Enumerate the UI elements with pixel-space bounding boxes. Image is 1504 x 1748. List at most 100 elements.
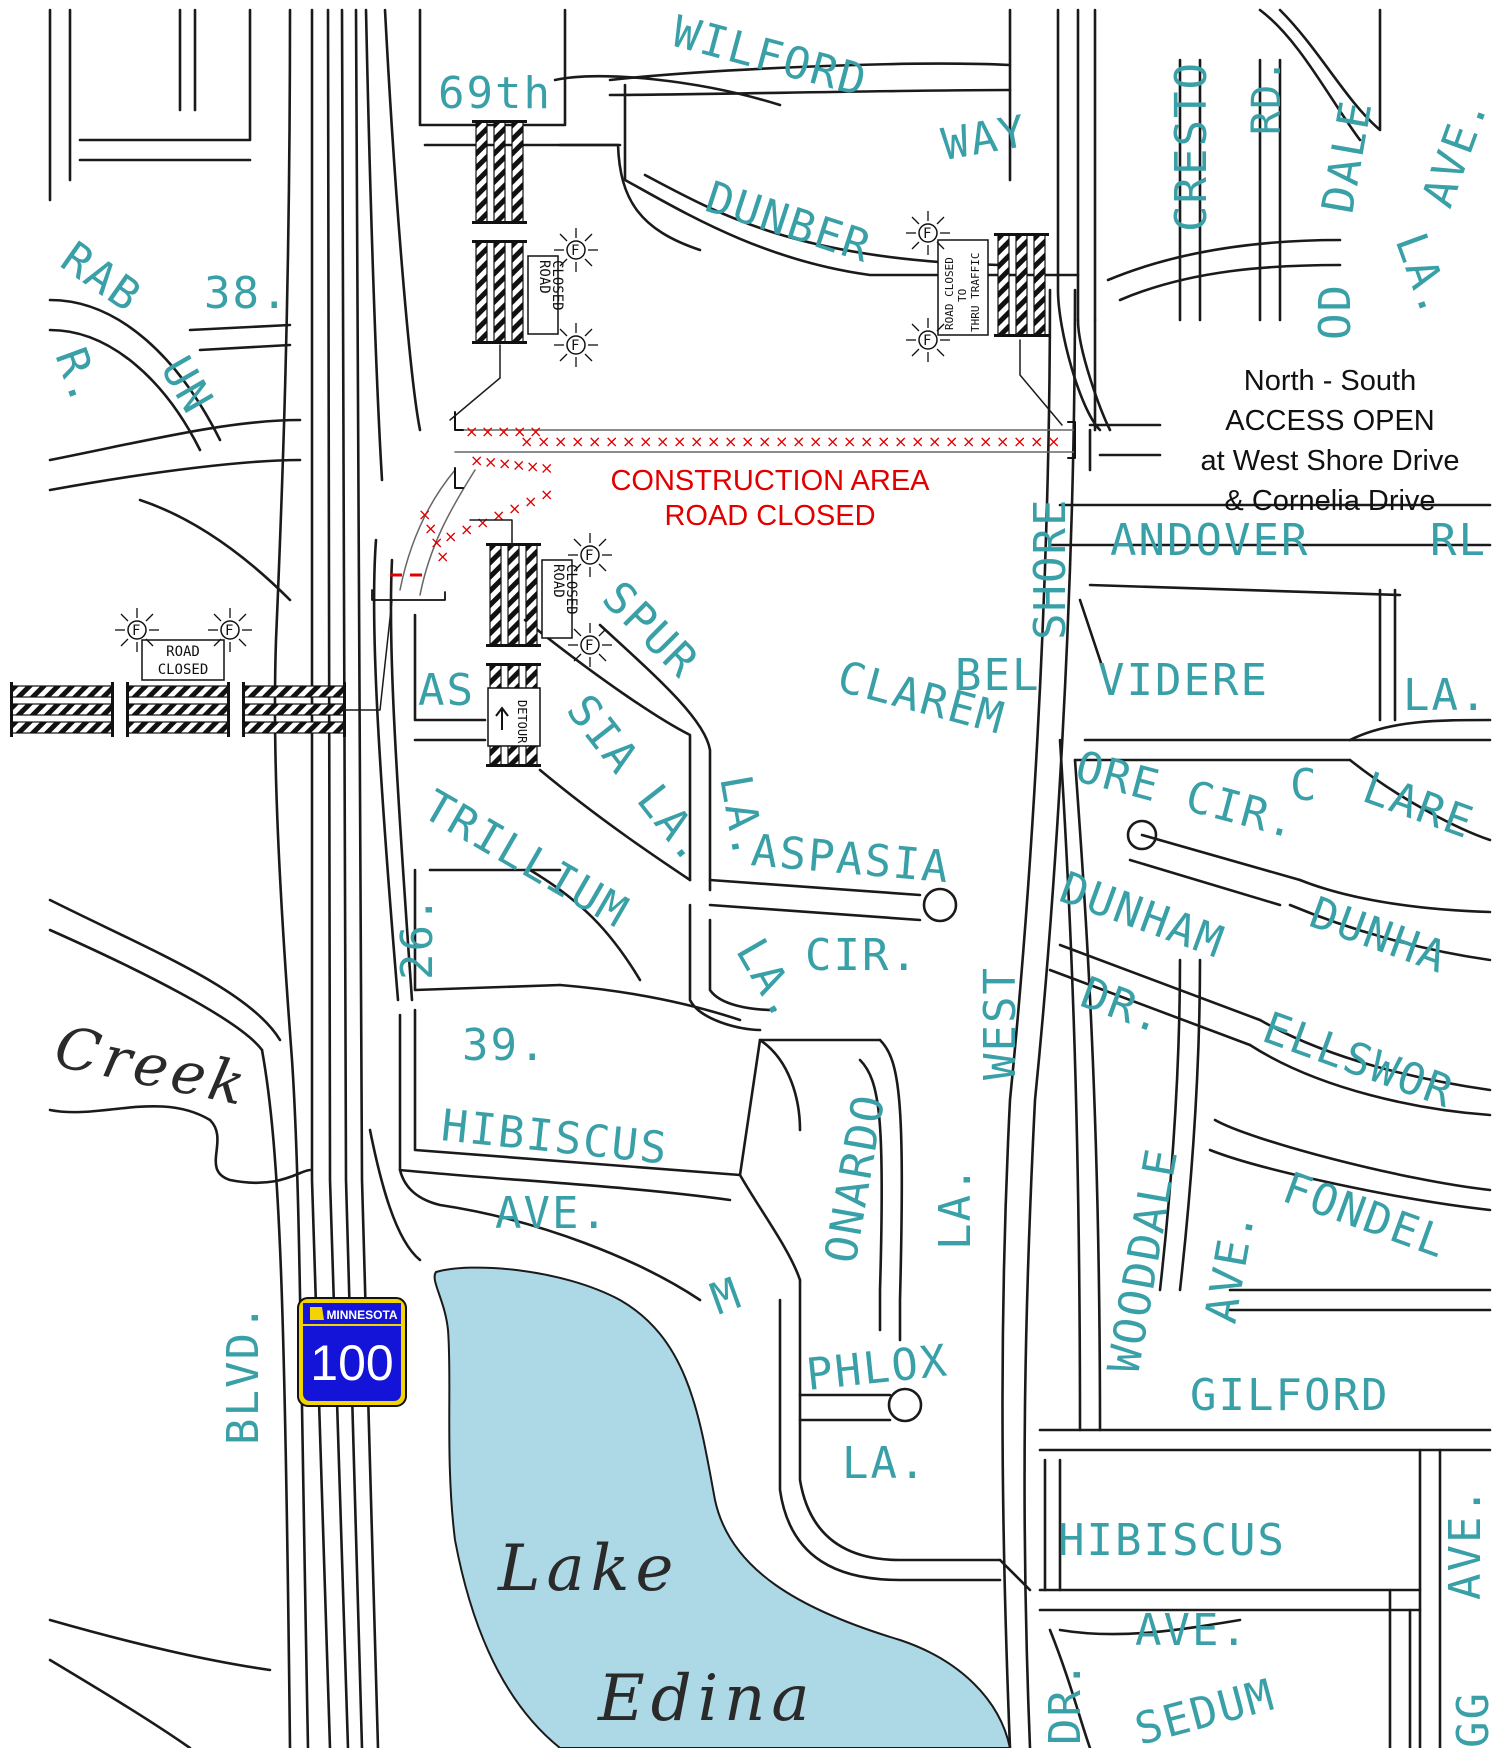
shield-route-number: 100: [310, 1335, 393, 1391]
construction-x-mark: ×: [656, 432, 669, 451]
road-closed-sign-top-line2: CLOSED: [549, 260, 565, 311]
construction-x-mark: ×: [540, 485, 553, 504]
street-label-aspasia: ASPASIA: [749, 825, 952, 893]
minnesota-100-shield: MINNESOTA 100: [297, 1297, 407, 1407]
street-label-ave-2: AVE.: [1135, 1605, 1249, 1656]
street-label-ellswor: ELLSWOR: [1256, 1002, 1461, 1118]
street-label-la-mon: LA.: [930, 1165, 981, 1250]
street-label-m: M: [704, 1268, 748, 1326]
construction-x-mark: ×: [758, 432, 771, 451]
construction-x-mark: ×: [639, 432, 652, 451]
street-label-videre: VIDERE: [1098, 655, 1269, 706]
construction-x-mark: ×: [554, 432, 567, 451]
street-label-hibiscus-1: HIBISCUS: [439, 1100, 671, 1175]
access-note-line4: & Cornelia Drive: [1224, 485, 1435, 517]
street-label-rab: RAB: [52, 232, 151, 323]
road-closed-label: ROAD CLOSED: [664, 500, 875, 532]
road-closed-sign-top: [527, 255, 559, 335]
construction-x-mark: ×: [792, 432, 805, 451]
construction-x-mark: ×: [529, 422, 542, 441]
construction-x-mark: ×: [418, 505, 431, 524]
street-label-cresto: CRESTO: [1166, 61, 1217, 232]
construction-x-mark: ×: [588, 432, 601, 451]
street-label-way: WAY: [938, 106, 1031, 171]
construction-x-mark: ×: [497, 422, 510, 441]
flasher-marker: F: [132, 623, 140, 639]
street-label-hibiscus-2: HIBISCUS: [1058, 1515, 1286, 1566]
lake-edina-water: [433, 1266, 1012, 1748]
highway-100-lanes: [273, 8, 422, 1748]
access-note-line1: North - South: [1244, 365, 1416, 397]
construction-x-mark: ×: [826, 432, 839, 451]
street-label-rl: RL: [1430, 515, 1487, 566]
street-label-wooddale: WOODDALE: [1099, 1144, 1189, 1377]
street-label-gilford: GILFORD: [1190, 1370, 1389, 1421]
street-label-west: WEST: [975, 966, 1026, 1080]
lake-label: Lake: [497, 1532, 679, 1606]
street-label-rd: RD.: [1244, 57, 1290, 135]
flasher-marker: F: [225, 623, 233, 639]
construction-x-mark: ×: [498, 454, 511, 473]
detour-sign-label: DETOUR: [515, 700, 529, 744]
construction-x-mark: ×: [484, 453, 497, 472]
construction-x-mark: ×: [928, 432, 941, 451]
street-label-la-bel: LA.: [1403, 670, 1488, 721]
construction-x-mark: ×: [894, 432, 907, 451]
street-label-39: 39.: [462, 1020, 547, 1071]
detour-sign: [487, 687, 541, 747]
construction-x-mark: ×: [571, 432, 584, 451]
construction-x-mark: ×: [673, 432, 686, 451]
flasher-marker: F: [571, 338, 579, 354]
construction-x-mark: ×: [724, 432, 737, 451]
construction-x-mark: ×: [444, 527, 457, 546]
shield-state-label: MINNESOTA: [326, 1308, 397, 1322]
street-label-69th: 69th: [438, 68, 552, 119]
construction-x-marks: ××××××××××××××××××××××××××××××××××××××××…: [418, 422, 1060, 566]
construction-x-mark: ×: [809, 432, 822, 451]
street-label-phlox: PHLOX: [804, 1335, 951, 1401]
street-label-trillium: TRILLIUM: [415, 780, 638, 938]
street-label-dr-s: DR.: [1040, 1660, 1091, 1745]
construction-x-mark: ×: [1030, 432, 1043, 451]
detour-arrow-icon: [495, 706, 509, 730]
construction-x-mark: ×: [775, 432, 788, 451]
construction-x-mark: ×: [1047, 432, 1060, 451]
street-label-ave-ne: AVE.: [1412, 89, 1499, 214]
access-note-line2: ACCESS OPEN: [1225, 405, 1435, 437]
access-note-line3: at West Shore Drive: [1201, 445, 1460, 477]
construction-x-mark: ×: [979, 432, 992, 451]
street-label-sedum: SEDUM: [1130, 1669, 1281, 1748]
street-label-dunber: DUNBER: [700, 172, 878, 273]
street-label-od: OD: [1310, 283, 1361, 340]
construction-x-mark: ×: [860, 432, 873, 451]
construction-x-mark: ×: [508, 499, 521, 518]
street-label-la-ne: LA.: [1385, 226, 1462, 324]
street-label-r: R.: [45, 341, 112, 412]
construction-x-mark: ×: [430, 533, 443, 552]
street-label-dale: DALE: [1313, 96, 1383, 217]
street-label-c: C: [1290, 760, 1319, 811]
flasher-marker: F: [923, 333, 931, 349]
thru-traffic-sign-line2: TO: [956, 289, 969, 302]
construction-x-mark: ×: [526, 457, 539, 476]
flasher-marker: F: [585, 548, 593, 564]
construction-x-mark: ×: [520, 432, 533, 451]
minnesota-state-icon: [310, 1307, 324, 1320]
construction-x-mark: ×: [962, 432, 975, 451]
street-label-ore-cir: ORE CIR.: [1070, 741, 1303, 849]
thru-traffic-sign-line1: ROAD CLOSED: [943, 257, 956, 330]
street-label-ave-se: AVE.: [1440, 1486, 1491, 1600]
construction-x-mark: ×: [996, 432, 1009, 451]
construction-x-mark: ×: [707, 432, 720, 451]
road-closed-sign-west-line1: ROAD: [166, 644, 200, 660]
thru-traffic-sign-line3: THRU TRAFFIC: [969, 253, 982, 332]
street-label-38: 38.: [204, 268, 289, 319]
construction-x-mark: ×: [537, 432, 550, 451]
street-label-blvd: BLVD.: [218, 1303, 269, 1445]
street-label-cir: CIR.: [805, 930, 919, 981]
street-label-la-phlox: LA.: [842, 1438, 927, 1489]
access-note: North - South ACCESS OPEN at West Shore …: [1201, 365, 1460, 517]
street-label-un: UN: [150, 348, 223, 423]
flasher-marker: F: [923, 226, 931, 242]
